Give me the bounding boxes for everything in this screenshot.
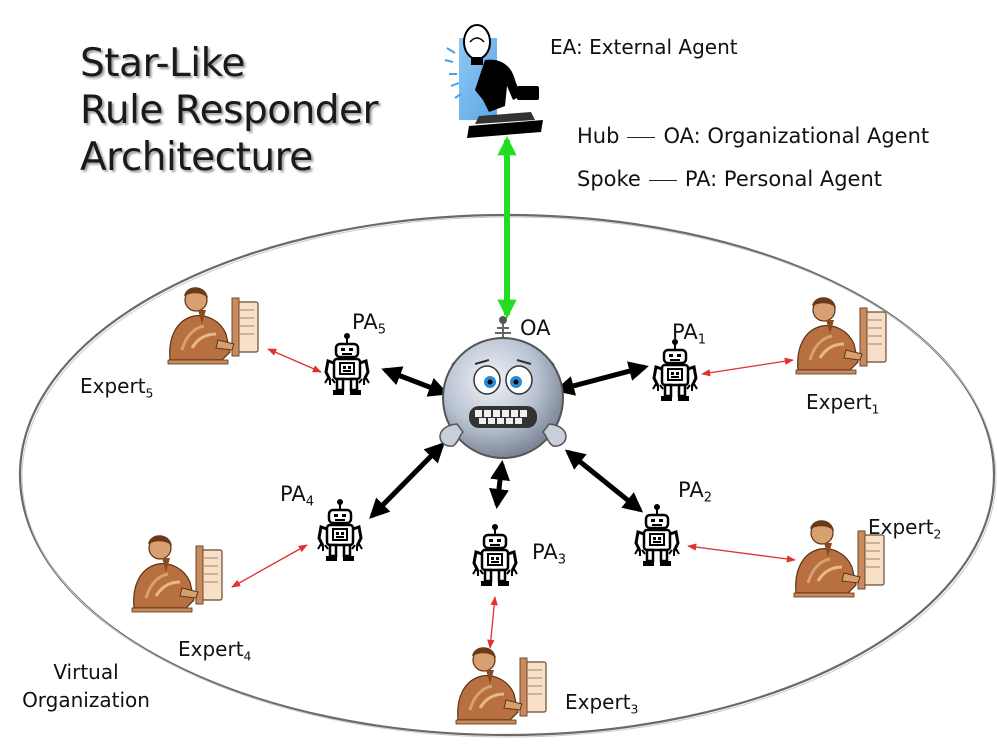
external-agent-icon [444,24,543,138]
pa3-robot-icon [471,522,519,588]
pa4-expert4-link [231,544,308,588]
title-line-2: Rule Responder [80,88,379,133]
oa-pa1-link [554,361,649,396]
oa-hub-icon [439,316,567,459]
pa3-expert3-link [487,596,498,649]
expert4-label: Expert4 [178,637,252,664]
oa-pa4-link [369,442,445,519]
expert2-label: Expert2 [868,515,942,542]
pa1-expert1-link [701,357,794,377]
pa2-label: PA2 [678,478,712,506]
legend-spoke-definition: PA: Personal Agent [684,167,883,191]
pa2-robot-icon [633,502,681,568]
oa-pa5-link [381,366,449,397]
pa1-robot-icon [651,337,699,403]
diagram-title: Star-Like Rule Responder Architecture [80,40,379,181]
external-agent-label: EA: External Agent [550,35,738,59]
expert3-label: Expert3 [565,690,639,717]
expert5-label: Expert5 [80,374,154,401]
expert3-person-icon [454,645,548,726]
pa5-expert5-link [267,348,322,373]
virtual-organization-line-1: Virtual [53,660,119,684]
title-line-3: Architecture [80,135,313,180]
pa4-label: PA4 [280,482,314,510]
pa5-label: PA5 [352,310,386,338]
pa3-label: PA3 [532,540,566,568]
expert1-person-icon [794,295,888,376]
virtual-organization-label: Virtual Organization [18,658,154,714]
expert5-person-icon [166,285,260,366]
pa1-label: PA1 [672,320,706,348]
oa-pa2-link [564,449,644,513]
oa-label: OA [520,316,551,340]
oa-pa3-link [489,460,510,509]
pa4-robot-icon [316,497,364,563]
legend-hub-term: Hub [577,124,620,148]
legend-spoke: Spoke PA: Personal Agent [577,167,882,191]
legend-hub: Hub OA: Organizational Agent [577,124,929,148]
legend-hub-definition: OA: Organizational Agent [663,124,930,148]
expert1-label: Expert1 [806,390,880,417]
expert4-person-icon [130,533,224,614]
pa2-expert2-link [687,543,796,563]
title-line-1: Star-Like [80,41,245,86]
virtual-organization-line-2: Organization [22,688,150,712]
legend-spoke-term: Spoke [577,167,641,191]
pa5-robot-icon [323,331,371,397]
